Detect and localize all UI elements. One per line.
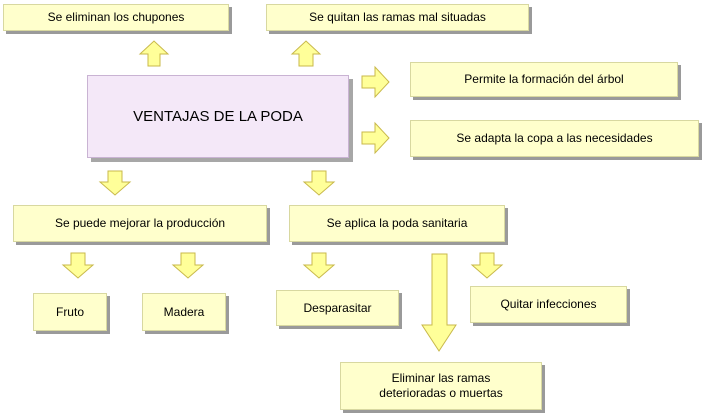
node-chupones-label: Se eliminan los chupones bbox=[47, 10, 185, 24]
arrow-down-eliminar bbox=[421, 253, 457, 352]
main-title-box: VENTAJAS DE LA PODA bbox=[87, 75, 349, 158]
node-desparasitar: Desparasitar bbox=[276, 290, 399, 326]
node-madera-label: Madera bbox=[163, 304, 205, 319]
arrow-right-copa bbox=[361, 121, 390, 155]
arrow-up-ramas-mal bbox=[290, 40, 322, 67]
node-produccion-label: Se puede mejorar la producción bbox=[54, 216, 226, 230]
arrow-down-madera bbox=[171, 252, 205, 279]
node-fruto-label: Fruto bbox=[55, 304, 84, 319]
node-infecciones: Quitar infecciones bbox=[470, 286, 627, 323]
node-formacion: Permite la formación del árbol bbox=[410, 62, 678, 97]
arrow-down-infecciones bbox=[470, 252, 504, 279]
arrow-down-produccion bbox=[98, 170, 132, 196]
node-ramas-mal: Se quitan las ramas mal situadas bbox=[266, 4, 529, 31]
node-formacion-label: Permite la formación del árbol bbox=[464, 72, 624, 86]
node-eliminar-line1: Eliminar las ramas bbox=[391, 371, 491, 385]
node-chupones: Se eliminan los chupones bbox=[3, 4, 229, 31]
node-eliminar-line2: deterioradas o muertas bbox=[379, 386, 503, 400]
node-desparasitar-label: Desparasitar bbox=[303, 300, 372, 315]
node-sanitaria-label: Se aplica la poda sanitaria bbox=[326, 216, 468, 230]
arrow-right-formacion bbox=[361, 65, 390, 99]
arrow-down-fruto bbox=[61, 252, 95, 279]
node-ramas-mal-label: Se quitan las ramas mal situadas bbox=[309, 10, 486, 24]
node-eliminar: Eliminar las ramas deterioradas o muerta… bbox=[340, 362, 542, 410]
node-copa: Se adapta la copa a las necesidades bbox=[410, 120, 699, 157]
node-madera: Madera bbox=[142, 293, 226, 331]
node-fruto: Fruto bbox=[33, 293, 107, 331]
arrow-down-desparasitar bbox=[302, 252, 336, 279]
node-copa-label: Se adapta la copa a las necesidades bbox=[456, 131, 653, 145]
arrow-up-chupones bbox=[138, 40, 170, 67]
node-produccion: Se puede mejorar la producción bbox=[13, 205, 267, 242]
main-title: VENTAJAS DE LA PODA bbox=[133, 108, 303, 125]
node-sanitaria: Se aplica la poda sanitaria bbox=[289, 205, 505, 242]
node-infecciones-label: Quitar infecciones bbox=[500, 297, 597, 311]
arrow-down-sanitaria bbox=[302, 170, 336, 196]
